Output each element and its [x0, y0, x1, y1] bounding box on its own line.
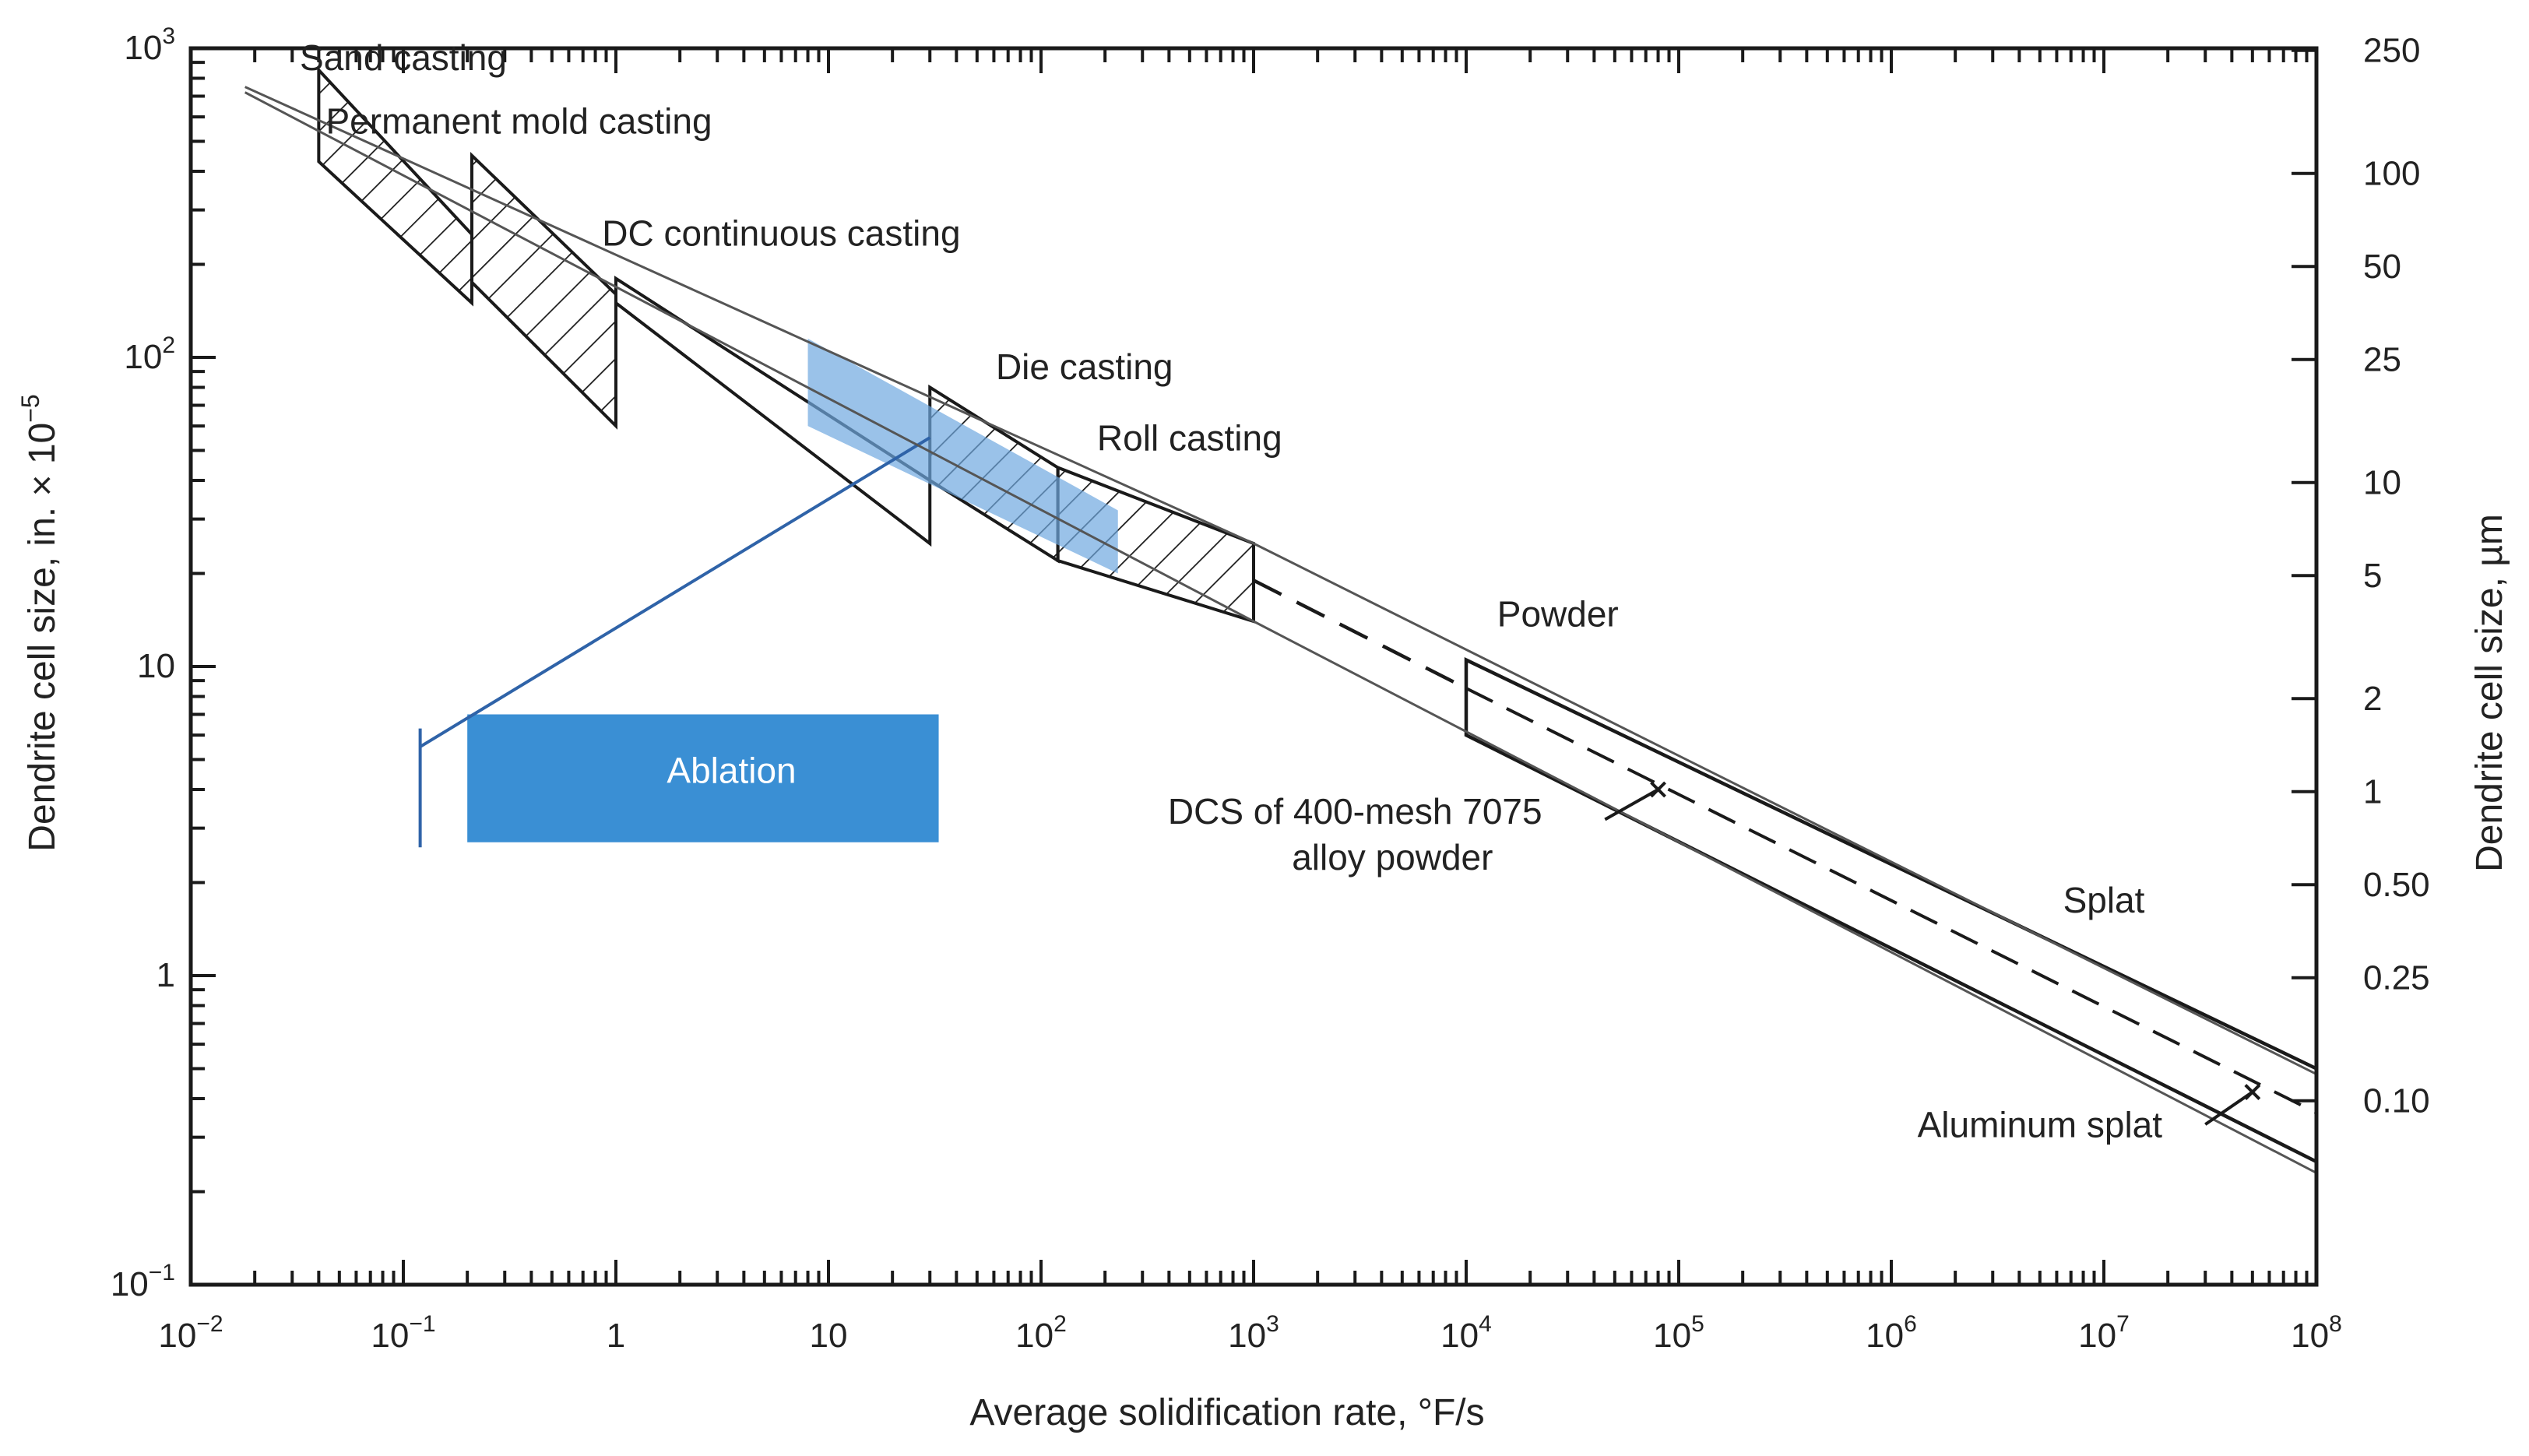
trend-line-upper — [244, 86, 2317, 1075]
x-tick-label: 10−2 — [158, 1311, 223, 1355]
x-tick-label-exponent: 2 — [1053, 1311, 1067, 1337]
y-tick-label-right: 0.50 — [2363, 866, 2430, 904]
y-tick-label-left-base: 1 — [157, 956, 175, 994]
trend-lines — [244, 86, 2317, 1174]
y-tick-label-right: 250 — [2363, 32, 2420, 70]
axis-ticks — [189, 47, 2318, 1286]
x-tick-label-exponent: 8 — [2329, 1311, 2342, 1337]
label-sand-casting: Sand casting — [300, 37, 507, 78]
ablation-box — [467, 714, 939, 842]
y-tick-label-right: 1 — [2363, 773, 2382, 811]
dashed-extension — [1252, 579, 1468, 691]
label-permanent-mold-casting: Permanent mold casting — [326, 100, 712, 141]
y-tick-label-right: 50 — [2363, 248, 2401, 286]
region-permanent-mold-casting — [470, 151, 617, 430]
x-tick-label-exponent: 6 — [1904, 1311, 1917, 1337]
y-tick-label-right: 10 — [2363, 464, 2401, 502]
x-tick-label-base: 10 — [1653, 1317, 1691, 1355]
y-tick-label-right: 0.25 — [2363, 959, 2430, 997]
x-tick-label-base: 10 — [1228, 1317, 1266, 1355]
y-tick-label-left: 10−1 — [111, 1260, 175, 1303]
powder-splat-band — [1464, 657, 2319, 1165]
y-tick-label-left-exponent: 2 — [162, 332, 175, 358]
x-tick-label: 106 — [1866, 1311, 1917, 1355]
x-tick-label-exponent: 3 — [1266, 1311, 1279, 1337]
x-tick-label-base: 1 — [607, 1317, 625, 1355]
x-tick-label: 102 — [1015, 1311, 1067, 1355]
label-dc-continuous-casting: DC continuous casting — [602, 213, 960, 253]
y-tick-label-right: 2 — [2363, 680, 2382, 718]
annotation-powder: Powder — [1497, 593, 1619, 634]
y-tick-label-left-exponent: −1 — [149, 1260, 175, 1285]
label-die-casting: Die casting — [996, 346, 1173, 387]
x-tick-label: 10−1 — [371, 1311, 435, 1355]
x-tick-label-exponent: 5 — [1691, 1311, 1704, 1337]
ablation-connector — [419, 436, 931, 748]
y-tick-label-left-base: 10 — [124, 338, 162, 376]
y-axis-title-left: Dendrite cell size, in. × 10−5 — [16, 394, 63, 851]
annotation-aluminum-splat: Aluminum splat — [1918, 1105, 2163, 1145]
x-tick-label: 10 — [810, 1317, 848, 1355]
y-tick-label-left: 10 — [137, 647, 175, 685]
x-tick-label-exponent: −1 — [409, 1311, 435, 1337]
trend-line-lower — [244, 91, 2317, 1174]
y-tick-label-left-base: 10 — [124, 29, 162, 67]
y-axis-title-left-exponent: −5 — [16, 394, 44, 422]
annotation-ablation: Ablation — [667, 751, 796, 791]
y-tick-label-right: 100 — [2363, 155, 2420, 193]
x-tick-label-exponent: 7 — [2116, 1311, 2130, 1337]
pointer-arrow — [1604, 788, 1659, 821]
y-tick-label-left: 102 — [124, 332, 175, 376]
annotation-splat: Splat — [2063, 880, 2145, 920]
y-axis-title-right: Dendrite cell size, µm — [2469, 514, 2510, 872]
y-tick-label-left-base: 10 — [111, 1265, 149, 1303]
x-tick-label: 107 — [2078, 1311, 2130, 1355]
y-tick-label-left-base: 10 — [137, 647, 175, 685]
x-tick-label: 104 — [1440, 1311, 1492, 1355]
x-tick-label-base: 10 — [371, 1317, 409, 1355]
x-axis-title: Average solidification rate, °F/s — [969, 1392, 1484, 1433]
y-tick-label-right: 5 — [2363, 557, 2382, 595]
x-tick-label-base: 10 — [1015, 1317, 1053, 1355]
y-tick-label-left-exponent: 3 — [162, 23, 175, 49]
x-tick-label-base: 10 — [810, 1317, 848, 1355]
ablation-overlay — [807, 338, 1118, 574]
y-axis-title-left-main: Dendrite cell size, in. × 10 — [22, 423, 63, 852]
y-tick-label-left: 1 — [157, 956, 175, 994]
x-tick-label: 1 — [607, 1317, 625, 1355]
x-tick-label: 105 — [1653, 1311, 1704, 1355]
annotation-alloy-powder: alloy powder — [1292, 837, 1493, 877]
x-tick-label-base: 10 — [2291, 1317, 2329, 1355]
y-tick-label-right: 0.10 — [2363, 1082, 2430, 1120]
y-tick-label-left: 103 — [124, 23, 175, 67]
pointer-arrow — [2204, 1090, 2253, 1126]
powder-splat-centerline — [1465, 687, 2317, 1114]
annotation-dcs-of-400-mesh-7075: DCS of 400-mesh 7075 — [1168, 791, 1542, 832]
label-roll-casting: Roll casting — [1097, 418, 1282, 459]
y-tick-label-right: 25 — [2363, 341, 2401, 379]
x-tick-label-base: 10 — [1866, 1317, 1904, 1355]
x-tick-label-base: 10 — [2078, 1317, 2116, 1355]
x-tick-label-base: 10 — [1440, 1317, 1479, 1355]
x-tick-label: 108 — [2291, 1311, 2342, 1355]
x-tick-label: 103 — [1228, 1311, 1279, 1355]
x-tick-label-base: 10 — [158, 1317, 196, 1355]
highlight-overlays — [418, 338, 1118, 848]
x-tick-label-exponent: −2 — [196, 1311, 223, 1337]
x-tick-label-exponent: 4 — [1479, 1311, 1492, 1337]
